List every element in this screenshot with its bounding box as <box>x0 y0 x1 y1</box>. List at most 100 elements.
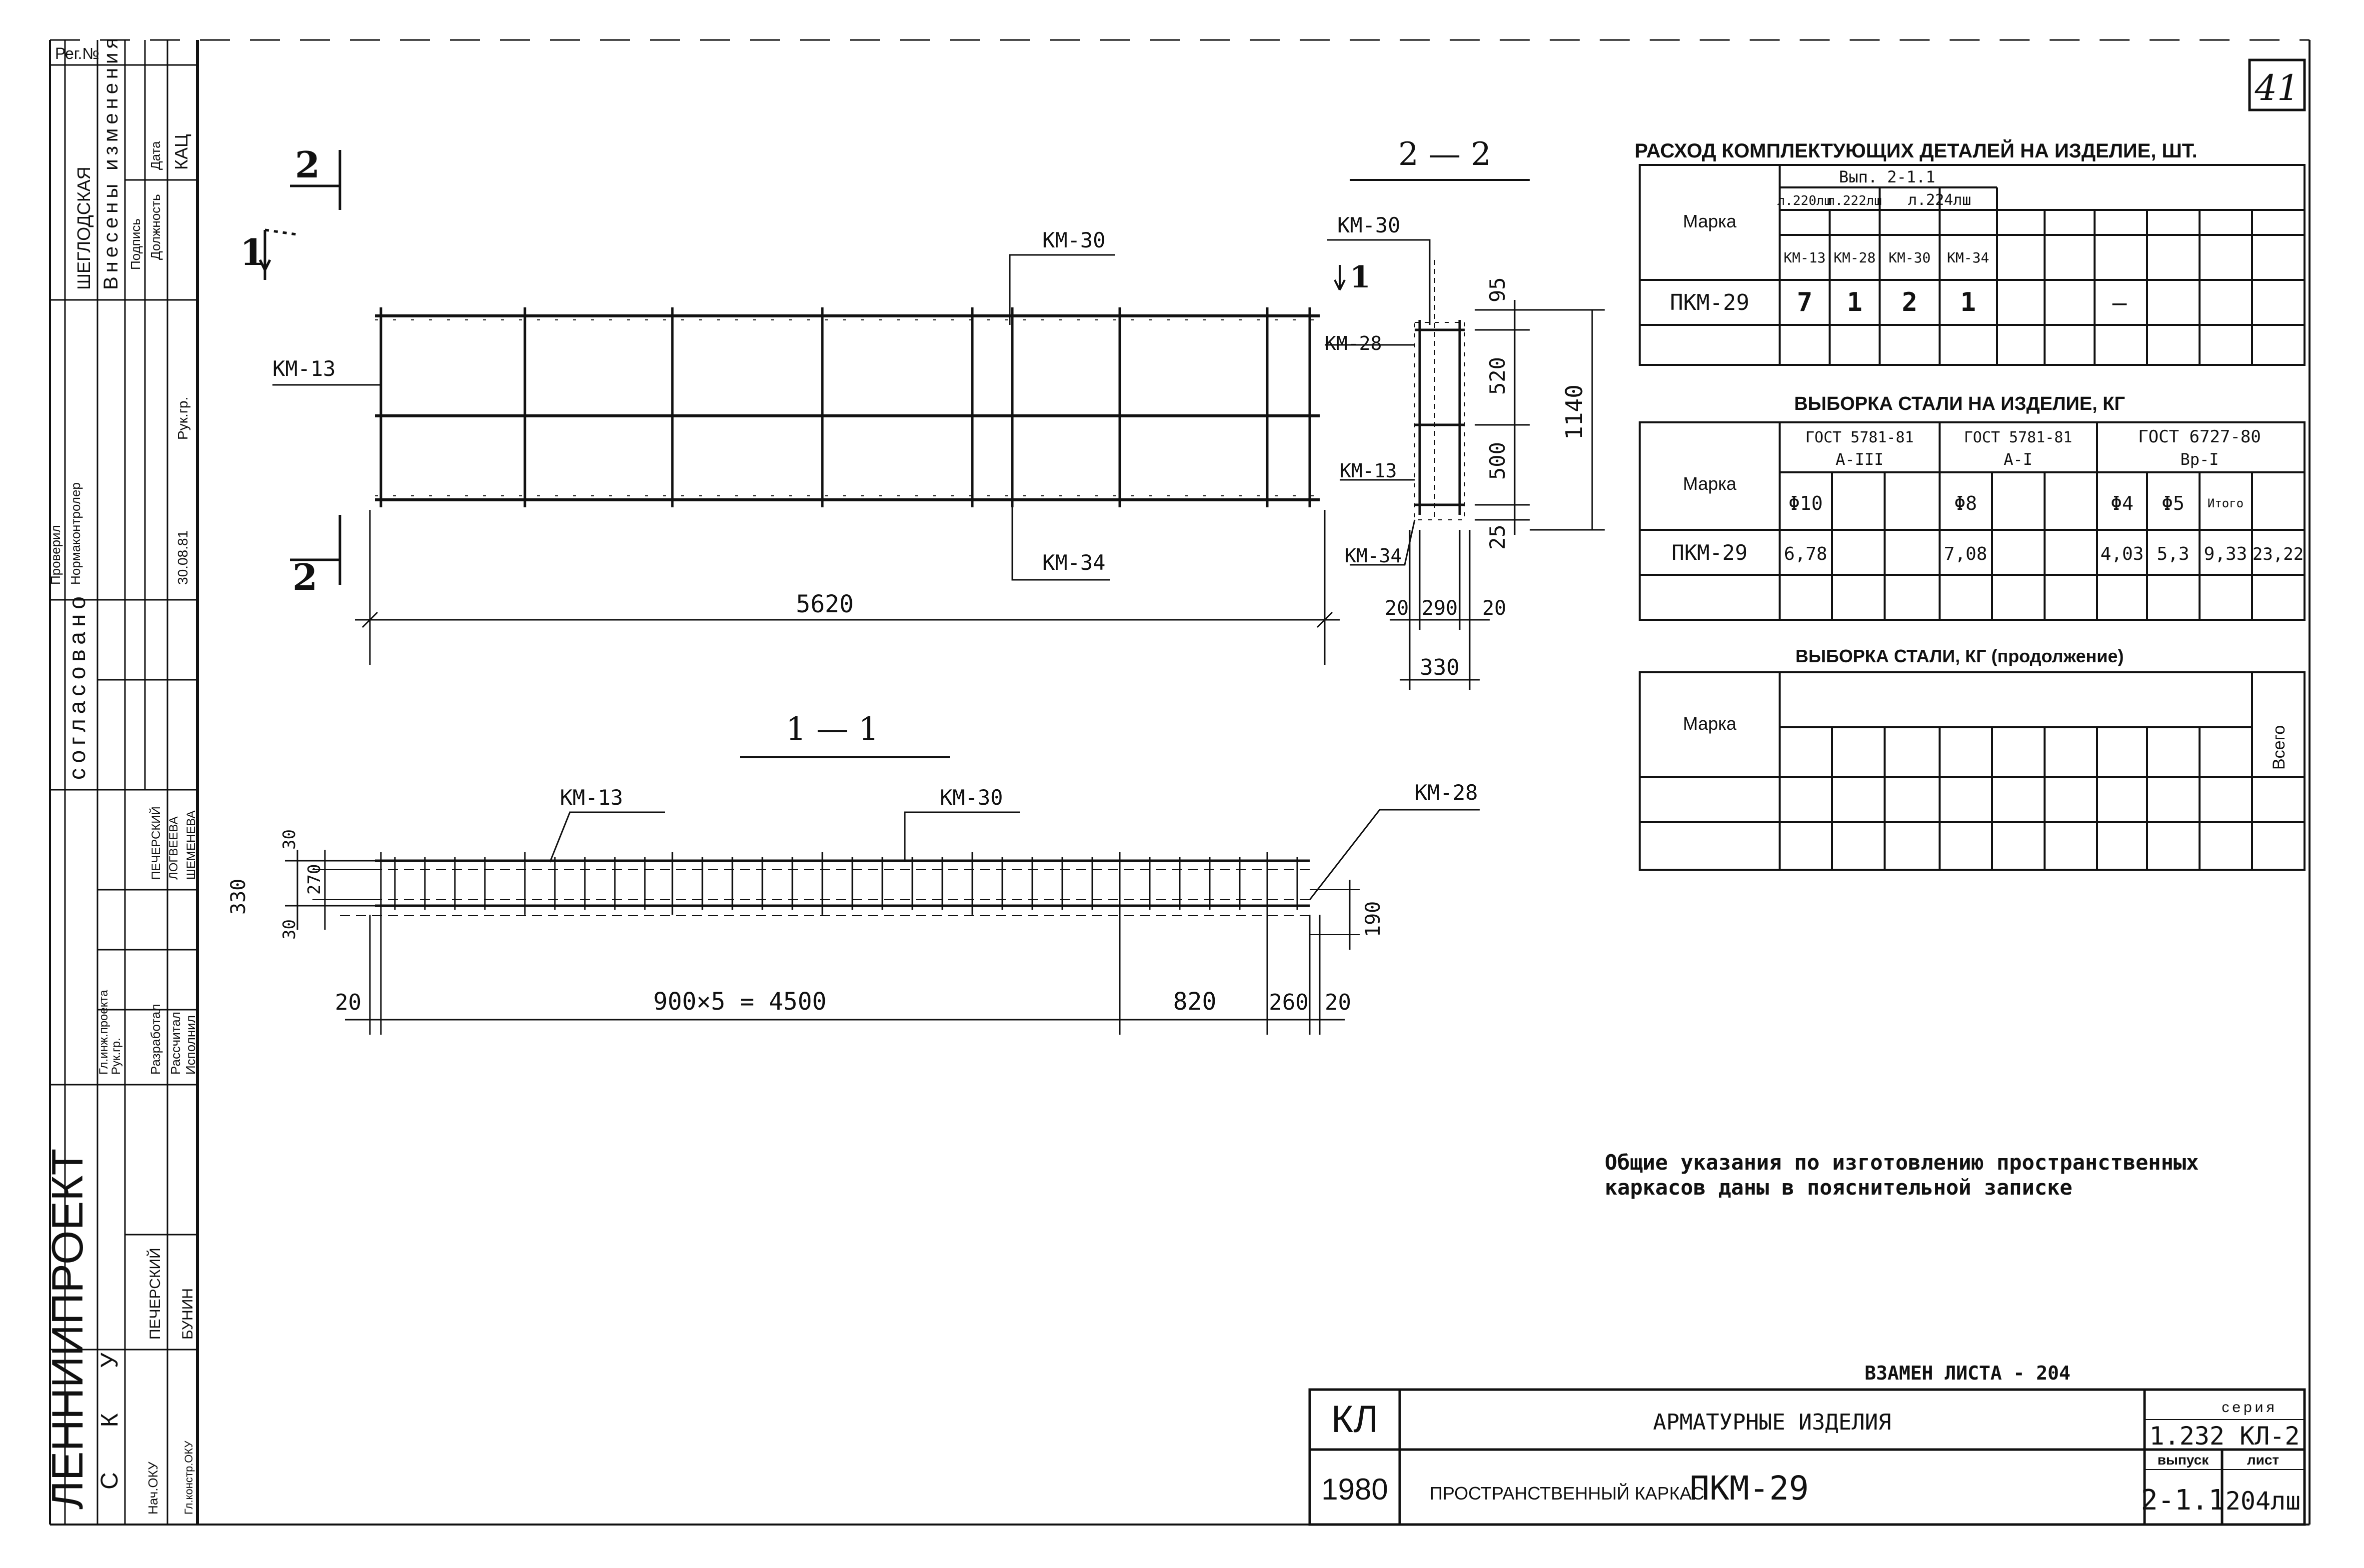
section-label-km13: КМ-13 <box>1340 460 1397 482</box>
table1-sheet-1: л.222лш <box>1827 193 1882 208</box>
tb-issue-label: выпуск <box>2158 1452 2209 1468</box>
table3-title: ВЫБОРКА СТАЛИ, КГ (продолжение) <box>1796 646 2124 666</box>
side-dim-270: 270 <box>304 864 324 895</box>
tb-title: АРМАТУРНЫЕ ИЗДЕЛИЯ <box>1653 1410 1892 1435</box>
sec-dim-290: 290 <box>1422 597 1458 620</box>
title-block-text: КЛ 1980 АРМАТУРНЫЕ ИЗДЕЛИЯ ПРОСТРАНСТВЕН… <box>1321 1398 2301 1517</box>
side-label-km30: КМ-30 <box>940 785 1003 810</box>
table2-gost2: ГОСТ 5781-81 <box>1964 429 2073 446</box>
table1-value-3: 1 <box>1960 287 1976 317</box>
table1-marka-label: Марка <box>1683 211 1737 231</box>
cut-mark-2-bottom: 2 <box>292 556 317 598</box>
table2-cls3: Вр-I <box>2180 450 2219 469</box>
table1-sheet-2: л.224лш <box>1908 191 1971 209</box>
table1-value-2: 2 <box>1902 287 1917 317</box>
sec-dim-520: 520 <box>1485 357 1510 395</box>
side-dim-260: 260 <box>1269 990 1308 1015</box>
org-name: ЛЕННИИПРОЕКТ <box>42 1149 92 1510</box>
table3-grid <box>1639 671 2306 871</box>
chief-name-1: БУНИН <box>179 1288 196 1340</box>
side-dim-20a: 20 <box>335 990 361 1015</box>
section-2-2-drawing <box>1325 239 1605 690</box>
table1-item-1: КМ-28 <box>1834 249 1876 266</box>
side-dim-30b: 30 <box>279 919 299 940</box>
table2-marka-label: Марка <box>1683 473 1737 494</box>
chief-label-1: Гл.констр.ОКУ <box>182 1441 195 1515</box>
stamp-role-bottom-1: Рассчитал <box>168 1012 183 1075</box>
table1-item-2: КМ-30 <box>1889 249 1931 266</box>
table2-gost1: ГОСТ 5781-81 <box>1806 429 1914 446</box>
left-stamp <box>50 40 197 1525</box>
side-dim-330: 330 <box>227 879 250 915</box>
left-stamp-text: Рег.№ ШЕГЛОДСКАЯ КАЦ Внесены изменения Д… <box>42 34 198 1515</box>
stamp-col-header-2: Должность <box>148 194 163 260</box>
cut-mark-1-left: 1 <box>240 231 265 273</box>
replaces-note: ВЗАМЕН ЛИСТА - 204 <box>1865 1362 2071 1384</box>
side-label-km28: КМ-28 <box>1415 780 1478 805</box>
side-dim-820: 820 <box>1173 988 1217 1016</box>
table2-gost3: ГОСТ 6727-80 <box>2138 427 2261 447</box>
sheet-number: 41 <box>2254 67 2299 108</box>
changes-title: Внесены изменения <box>100 34 122 290</box>
table1-item-0: КМ-13 <box>1784 249 1826 266</box>
section-2-2-title: 2 — 2 <box>1350 136 1530 181</box>
title-block-grid <box>1308 1388 2306 1526</box>
table1-vyp: Вып. 2-1.1 <box>1839 167 1936 186</box>
table2-cls1: А-III <box>1836 450 1884 469</box>
stamp-surname-top2: КАЦ <box>171 134 191 170</box>
table3-marka-label: Марка <box>1683 713 1737 734</box>
plan-label-km30: КМ-30 <box>1042 228 1105 252</box>
dept-name: СКУ <box>96 1308 123 1490</box>
table2-row-mark: ПКМ-29 <box>1672 540 1748 565</box>
sec-dim-1140: 1140 <box>1561 384 1588 440</box>
table2-title: ВЫБОРКА СТАЛИ НА ИЗДЕЛИЕ, КГ <box>1794 393 2125 414</box>
table2-cls2: А-I <box>2004 450 2033 469</box>
section-2-2-label: 2 — 2 <box>1398 136 1491 173</box>
plan-callouts <box>272 254 1115 581</box>
stamp-gip-label-0: Гл.инж.проекта <box>97 990 110 1075</box>
table2-value-4: 9,33 <box>2204 544 2248 564</box>
plan-dim-5620: 5620 <box>796 590 854 618</box>
table2-value-0: 6,78 <box>1784 544 1828 564</box>
table2-value-2: 4,03 <box>2101 544 2144 564</box>
reg-no-label: Рег.№ <box>55 44 99 62</box>
stamp-name-bottom-1: ЛОГВЕЕВА <box>167 816 180 880</box>
table1-text: Марка Вып. 2-1.1 л.220лш л.222лш л.224лш… <box>1670 167 2127 317</box>
table1-grid <box>1639 164 2306 366</box>
table2-dia-8: Φ8 <box>1954 492 1977 514</box>
stamp-date-value: 30.08.81 <box>175 530 190 585</box>
sec-dim-500: 500 <box>1485 442 1510 480</box>
plan-label-km34: КМ-34 <box>1042 550 1105 575</box>
cut-mark-2-top: 2 <box>295 143 320 186</box>
table2-dia-5: Φ5 <box>2162 492 2185 514</box>
stamp-surname-top: ШЕГЛОДСКАЯ <box>73 166 94 290</box>
section-label-km30: КМ-30 <box>1337 213 1400 237</box>
table1-title: РАСХОД КОМПЛЕКТУЮЩИХ ДЕТАЛЕЙ НА ИЗДЕЛИЕ,… <box>1635 139 2198 162</box>
plan-view <box>375 307 1320 507</box>
section-label-km34: КМ-34 <box>1345 545 1402 567</box>
sec-dim-330: 330 <box>1420 655 1459 680</box>
sec-dim-20a: 20 <box>1385 597 1409 620</box>
side-label-km13: КМ-13 <box>560 785 623 810</box>
tb-year: 1980 <box>1321 1473 1388 1506</box>
tb-series-value: 1.232 КЛ-2 <box>2149 1422 2300 1451</box>
notes-line-1: каркасов даны в пояснительной записке <box>1605 1175 2073 1200</box>
chief-label-0: Нач.ОКУ <box>145 1462 160 1515</box>
table1-dash: – <box>2113 289 2127 317</box>
table1-sheet-0: л.220лш <box>1777 193 1832 208</box>
sec-dim-20b: 20 <box>1482 597 1506 620</box>
side-stirrups <box>380 852 1298 915</box>
table2-text: Марка ГОСТ 5781-81 А-III ГОСТ 5781-81 А-… <box>1672 427 2304 565</box>
side-dim-190: 190 <box>1362 901 1385 937</box>
stamp-col-header-3: Подпись <box>128 218 143 270</box>
notes-line-0: Общие указания по изготовлению пространс… <box>1605 1150 2199 1175</box>
table2-grid <box>1639 421 2306 621</box>
table3-total-label: Всего <box>2270 725 2289 770</box>
stamp-role-bottom-2: Исполнил <box>183 1015 198 1075</box>
stamp-name-bottom-0: ПЕЧЕРСКИЙ <box>149 806 163 880</box>
table1-item-3: КМ-34 <box>1947 249 1989 266</box>
tb-kl: КЛ <box>1331 1398 1378 1441</box>
chief-name-0: ПЕЧЕРСКИЙ <box>146 1248 163 1340</box>
plan-transverse-bars <box>379 307 1311 507</box>
section-1-1-title: 1 — 1 <box>740 711 950 758</box>
